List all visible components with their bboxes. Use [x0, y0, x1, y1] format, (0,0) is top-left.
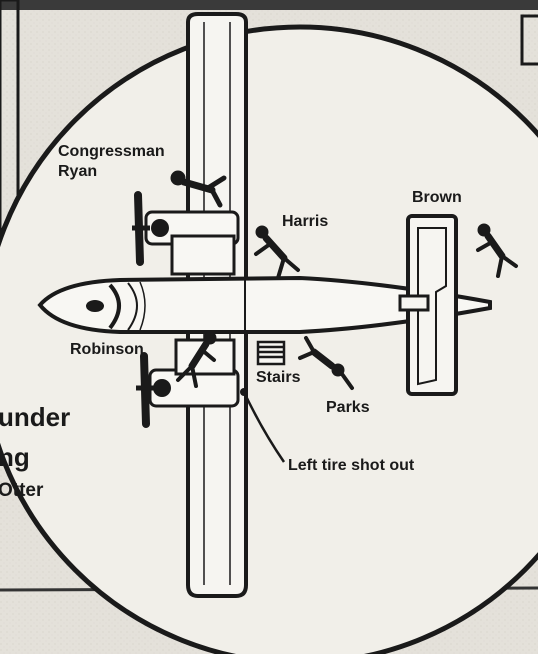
label-congressman: Congressman	[58, 143, 165, 160]
label-harris: Harris	[282, 213, 328, 230]
scene-circle	[0, 24, 538, 654]
right-corner-box	[520, 14, 538, 66]
upper-engine	[144, 210, 240, 276]
fuselage	[37, 256, 492, 340]
tire-pointer-line	[242, 391, 286, 463]
top-border	[0, 0, 538, 10]
person-figure-icon	[254, 225, 300, 280]
left-tire	[240, 388, 248, 396]
label-ryan: Ryan	[58, 163, 97, 180]
nose-window	[86, 300, 104, 312]
label-left-tire: Left tire shot out	[288, 457, 415, 474]
propeller-icon	[136, 352, 156, 428]
caption-line-2: ng	[0, 442, 30, 472]
label-stairs: Stairs	[256, 369, 301, 386]
tail-plane	[398, 214, 458, 396]
label-parks: Parks	[326, 399, 370, 416]
person-figure-icon	[170, 170, 227, 208]
label-robinson: Robinson	[70, 341, 144, 358]
propeller-icon	[132, 191, 150, 266]
label-brown: Brown	[412, 189, 462, 206]
caption-line-1: under	[0, 402, 70, 432]
person-figure-icon	[298, 336, 354, 390]
cockpit-window	[108, 283, 121, 330]
stairs-icon	[256, 340, 286, 366]
person-figure-icon	[176, 331, 217, 388]
caption-line-3: Otter	[0, 480, 44, 501]
person-figure-icon	[476, 223, 518, 278]
